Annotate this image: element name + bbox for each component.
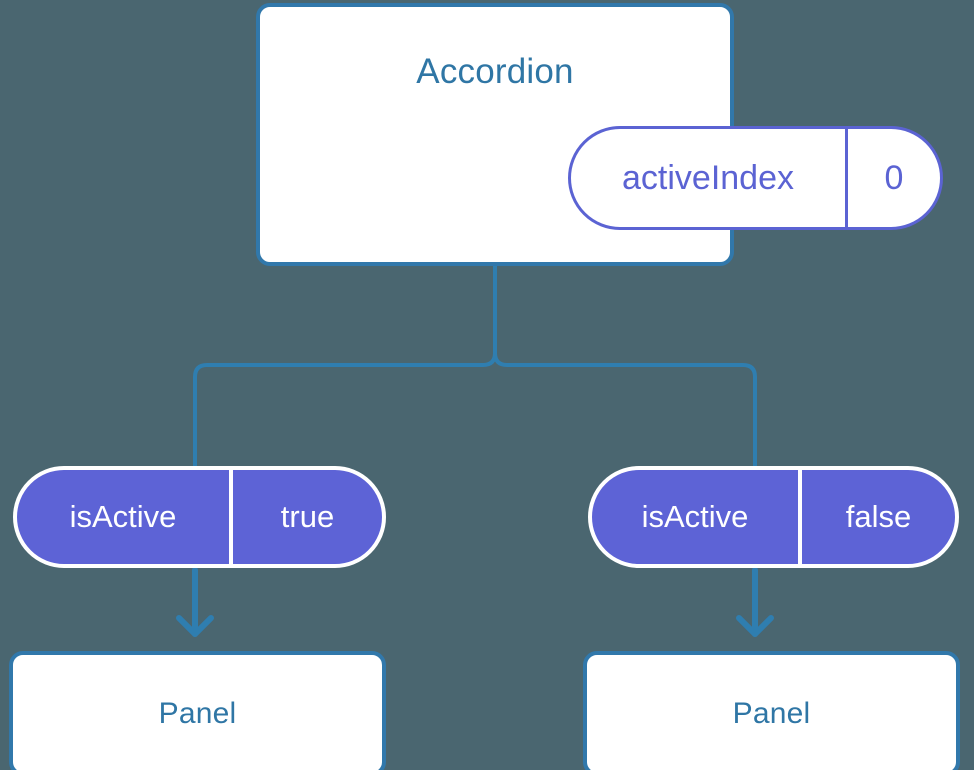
prop-pill-key-left: isActive bbox=[17, 470, 233, 564]
accordion-title: Accordion bbox=[416, 52, 574, 91]
state-pill-active-index[interactable]: activeIndex 0 bbox=[568, 126, 943, 230]
branch-line-left bbox=[193, 264, 497, 468]
prop-pill-is-active-false[interactable]: isActive false bbox=[588, 466, 959, 568]
prop-pill-is-active-true[interactable]: isActive true bbox=[13, 466, 386, 568]
arrow-down-left bbox=[176, 567, 214, 637]
prop-pill-value-left: true bbox=[280, 499, 335, 534]
panel-title-left: Panel bbox=[158, 696, 237, 730]
panel-card-right[interactable]: Panel bbox=[583, 651, 960, 770]
state-pill-value: 0 bbox=[884, 158, 904, 197]
prop-pill-value-right: false bbox=[845, 499, 912, 534]
accordion-component-card[interactable]: Accordion activeIndex 0 bbox=[256, 3, 943, 266]
state-pill-key: activeIndex bbox=[571, 129, 848, 227]
prop-pill-key-right: isActive bbox=[592, 470, 802, 564]
branch-line-right bbox=[493, 264, 757, 468]
panel-title-right: Panel bbox=[732, 696, 811, 730]
panel-card-left[interactable]: Panel bbox=[9, 651, 386, 770]
arrow-down-right bbox=[736, 567, 774, 637]
